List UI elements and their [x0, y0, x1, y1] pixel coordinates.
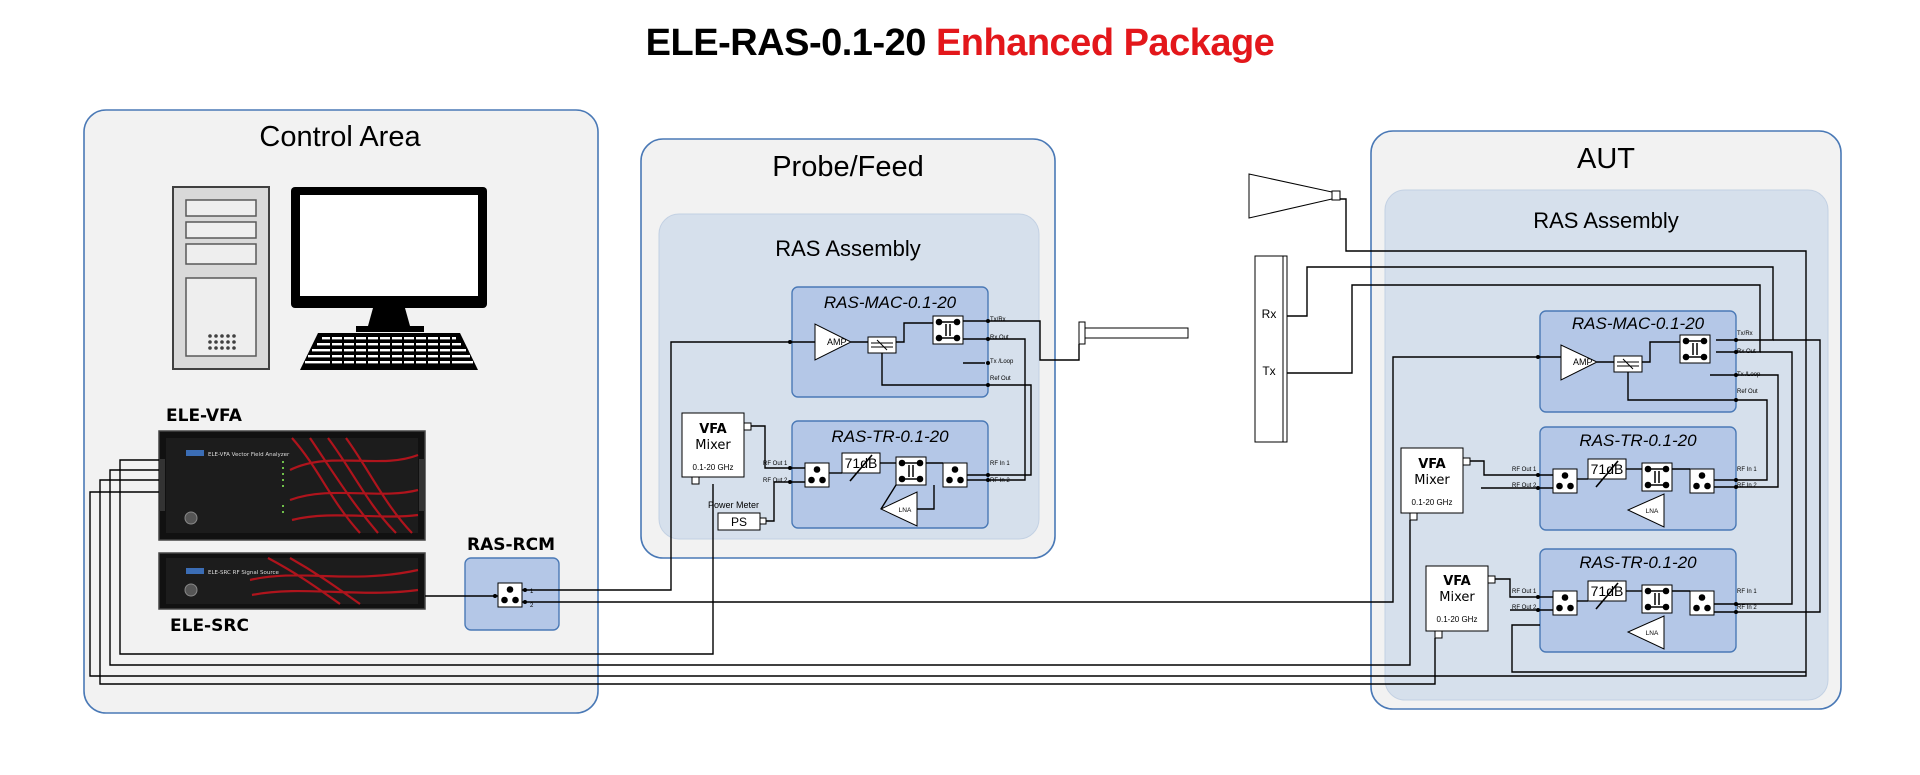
probe-mixer-box: [681, 412, 745, 478]
horn-antenna-icon: [1248, 173, 1341, 219]
aut-tr2-label: RAS-TR-0.1-20: [1579, 553, 1697, 572]
aut-tr1-rfin1: RF In 1: [1737, 467, 1757, 473]
aut-mixer1-subtitle: Mixer: [1414, 473, 1450, 488]
aut-mixer1-range: 0.1-20 GHz: [1412, 498, 1453, 507]
aut-tr2-rfout1: RF Out 1: [1512, 589, 1537, 595]
aut-coupler-icon: [1613, 355, 1643, 373]
keyboard-icon: [300, 333, 478, 370]
aut-tr1-switch-out-icon: [1552, 468, 1578, 494]
src-panel-text: ELE-SRC RF Signal Source: [208, 570, 280, 576]
aut-tr1-atten-icon: 71dB: [1587, 458, 1627, 488]
src-instrument: ELE-SRC RF Signal Source: [158, 552, 426, 610]
aut-antenna-tx: Tx: [1262, 364, 1275, 378]
aut-tr2-rfout2: RF Out 2: [1512, 605, 1537, 611]
probe-tr-rfout2: RF Out 2: [763, 478, 788, 484]
aut-mac-label: RAS-MAC-0.1-20: [1572, 314, 1705, 333]
aut-tr2-atten-icon: 71dB: [1587, 580, 1627, 610]
aut-label: AUT: [1577, 143, 1635, 175]
aut-antenna-box: [1254, 255, 1288, 443]
aut-mac-transfer-switch-icon: [1679, 334, 1711, 364]
vfa-instrument: ELE-VFA Vector Field Analyzer: [158, 430, 426, 541]
probe-mac-port-refout: Ref Out: [990, 376, 1011, 382]
aut-tr2-module: [1539, 548, 1737, 653]
probe-tr-label: RAS-TR-0.1-20: [831, 427, 949, 446]
aut-tr1-switch-in-icon: [1689, 468, 1715, 494]
vfa-label: ELE-VFA: [166, 406, 243, 426]
probe-tr-transfer-switch-icon: [895, 456, 927, 486]
vfa-panel-text: ELE-VFA Vector Field Analyzer: [208, 452, 290, 458]
probe-tr-switch-out-icon: [804, 462, 830, 488]
aut-mixer2-box: [1425, 565, 1489, 632]
rcm-label: RAS-RCM: [467, 535, 555, 555]
aut-mixer2-title: VFA: [1443, 574, 1471, 589]
aut-amp-icon: AMP: [1560, 344, 1599, 381]
svg-text:AMP: AMP: [1573, 357, 1593, 367]
title-main: ELE-RAS-0.1-20: [645, 22, 927, 64]
aut-tr1-transfer-switch-icon: [1641, 462, 1673, 492]
aut-mixer2-range: 0.1-20 GHz: [1437, 615, 1478, 624]
aut-mixer2-subtitle: Mixer: [1439, 590, 1475, 605]
connector-dots: [493, 319, 1738, 614]
probe-tr-rfin1: RF In 1: [990, 461, 1010, 467]
probe-mac-port-rxout: Rx Out: [990, 335, 1009, 341]
aut-tr1-rfin2: RF In 2: [1737, 483, 1757, 489]
probe-mac-port-txrx: Tx/Rx: [990, 317, 1006, 323]
title-accent: Enhanced Package: [935, 22, 1275, 64]
rcm-port-1: 1: [530, 589, 534, 595]
aut-tr2-lna-icon: LNA: [1626, 615, 1665, 650]
aut-tr2-rfin1: RF In 1: [1737, 589, 1757, 595]
probe-mixer-port: [743, 422, 752, 431]
aut-mixer1-title: VFA: [1418, 457, 1446, 472]
monitor-icon: [291, 187, 487, 332]
aut-tr1-rfout2: RF Out 2: [1512, 483, 1537, 489]
svg-text:LNA: LNA: [1646, 508, 1659, 515]
probe-tr-rfin2: RF In 2: [990, 478, 1010, 484]
svg-text:LNA: LNA: [1646, 630, 1659, 637]
probe-mac-label: RAS-MAC-0.1-20: [824, 293, 957, 312]
probe-mixer-subtitle: Mixer: [695, 438, 731, 453]
probe-mac-port-txloop: Tx /Loop: [990, 359, 1014, 365]
aut-tr1-label: RAS-TR-0.1-20: [1579, 431, 1697, 450]
aut-tr1-rfout1: RF Out 1: [1512, 467, 1537, 473]
aut-tr1-lna-icon: LNA: [1626, 493, 1665, 528]
aut-tr2-switch-out-icon: [1552, 590, 1578, 616]
probe-mac-transfer-switch-icon: [932, 315, 964, 345]
probe-tr-rfout1: RF Out 1: [763, 461, 788, 467]
src-label: ELE-SRC: [170, 616, 249, 636]
power-meter-label: Power Meter: [708, 500, 759, 510]
aut-tr2-switch-in-icon: [1689, 590, 1715, 616]
computer-tower-icon: [172, 186, 270, 370]
probe-waveguide-icon: [1078, 321, 1189, 345]
aut-mac-port-txrx: Tx/Rx: [1737, 331, 1753, 337]
rcm-port-2: 2: [530, 603, 534, 609]
svg-text:AMP: AMP: [827, 337, 847, 347]
page-title: ELE-RAS-0.1-20 Enhanced Package: [0, 22, 1920, 65]
probe-tr-atten-icon: 71dB: [841, 452, 881, 482]
signal-cables: [89, 198, 1821, 685]
aut-tr2-transfer-switch-icon: [1641, 584, 1673, 614]
aut-assembly-label: RAS Assembly: [1533, 208, 1679, 233]
aut-tr2-rfin2: RF In 2: [1737, 605, 1757, 611]
probe-assembly-label: RAS Assembly: [775, 236, 921, 261]
control-area-label: Control Area: [259, 121, 421, 153]
probe-mixer-range: 0.1-20 GHz: [693, 463, 734, 472]
probe-mixer-title: VFA: [699, 422, 727, 437]
probe-coupler-icon: [867, 336, 897, 354]
probe-mixer-port-bottom: [691, 476, 700, 485]
rcm-switch-icon: [497, 582, 523, 608]
aut-antenna-rx: Rx: [1262, 307, 1277, 321]
probe-tr-switch-in-icon: [942, 462, 968, 488]
aut-mac-port-refout: Ref Out: [1737, 389, 1758, 395]
aut-mixer1-box: [1400, 447, 1464, 514]
power-meter-text: PS: [731, 515, 747, 529]
svg-text:LNA: LNA: [899, 507, 912, 514]
probe-feed-label: Probe/Feed: [772, 151, 924, 183]
